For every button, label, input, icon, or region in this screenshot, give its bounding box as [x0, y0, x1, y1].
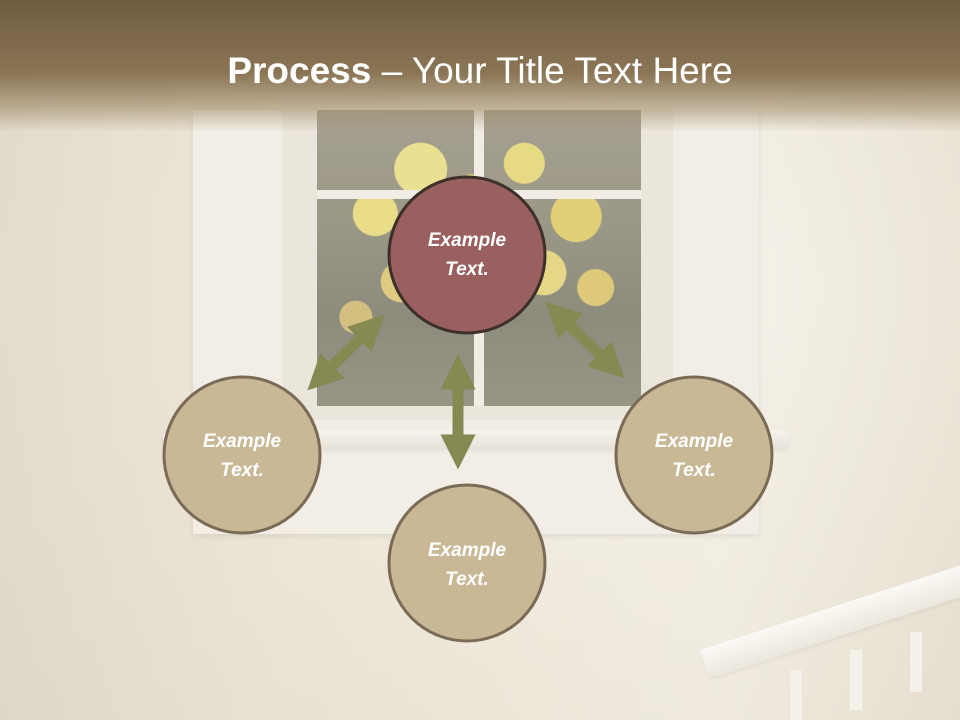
title-rest: – Your Title Text Here — [371, 50, 733, 91]
node-right[interactable]: Example Text. — [614, 375, 774, 535]
arrow-center-right — [545, 301, 625, 379]
node-left-line2: Text. — [220, 460, 264, 481]
node-bottom-line2: Text. — [445, 569, 489, 590]
node-bottom[interactable]: Example Text. — [387, 483, 547, 643]
node-right-circle — [614, 375, 774, 535]
node-center[interactable]: Example Text. — [387, 175, 547, 335]
node-bottom-circle — [387, 483, 547, 643]
node-center-line2: Text. — [445, 259, 489, 280]
header-band — [0, 0, 960, 132]
stair-post — [910, 632, 922, 692]
slide-title: Process – Your Title Text Here — [0, 50, 960, 92]
node-center-circle — [387, 175, 547, 335]
stair-post — [850, 650, 862, 710]
arrow-center-left — [307, 314, 385, 391]
node-left-line1: Example — [203, 431, 282, 452]
node-left-circle — [162, 375, 322, 535]
title-bold: Process — [227, 50, 372, 91]
node-left[interactable]: Example Text. — [162, 375, 322, 535]
node-center-line1: Example — [428, 230, 507, 251]
node-right-line1: Example — [655, 431, 734, 452]
stair-post — [790, 670, 802, 720]
node-bottom-line1: Example — [428, 540, 507, 561]
node-right-line2: Text. — [672, 460, 716, 481]
